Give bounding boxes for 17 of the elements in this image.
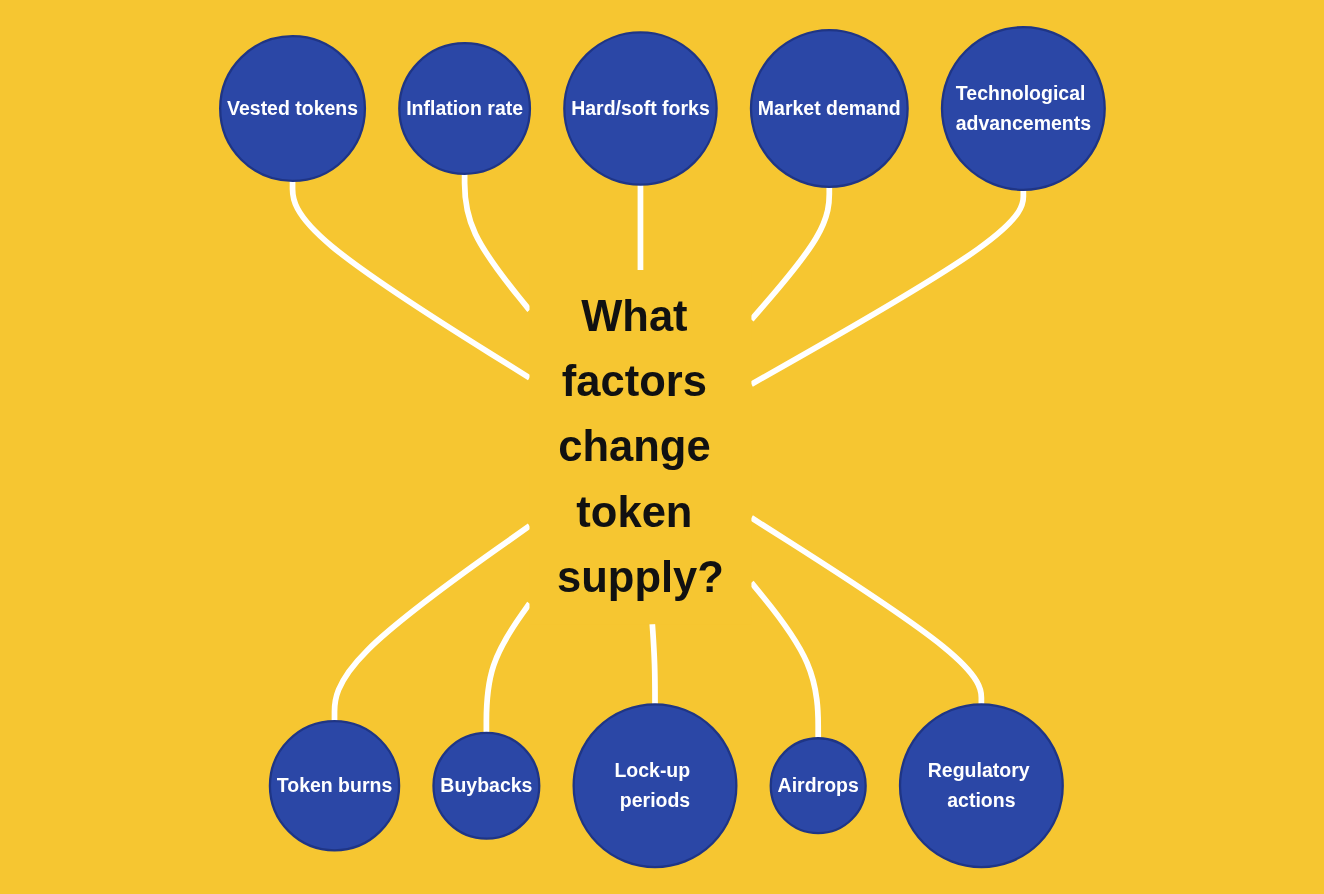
node-circle: Market demand: [749, 28, 909, 188]
connector: [749, 189, 1026, 387]
node-circle: Lock-up periods: [572, 703, 738, 869]
node-circle: Token burns: [268, 719, 400, 852]
connector: [637, 184, 643, 270]
connector: [289, 180, 531, 381]
connector: [749, 515, 984, 705]
connector: [331, 523, 531, 721]
node-circle: Technological advancements: [940, 25, 1106, 191]
node-circle: Vested tokens: [218, 34, 366, 182]
connector: [649, 623, 658, 705]
node-circle: Inflation rate: [397, 41, 531, 175]
node-circle: Regulatory actions: [898, 703, 1064, 869]
node-circle: Hard/soft forks: [562, 31, 718, 186]
node-circle: Airdrops: [769, 737, 867, 835]
node-text: What factors change token supply?: [556, 291, 724, 602]
node-circle: Buybacks: [431, 731, 540, 840]
